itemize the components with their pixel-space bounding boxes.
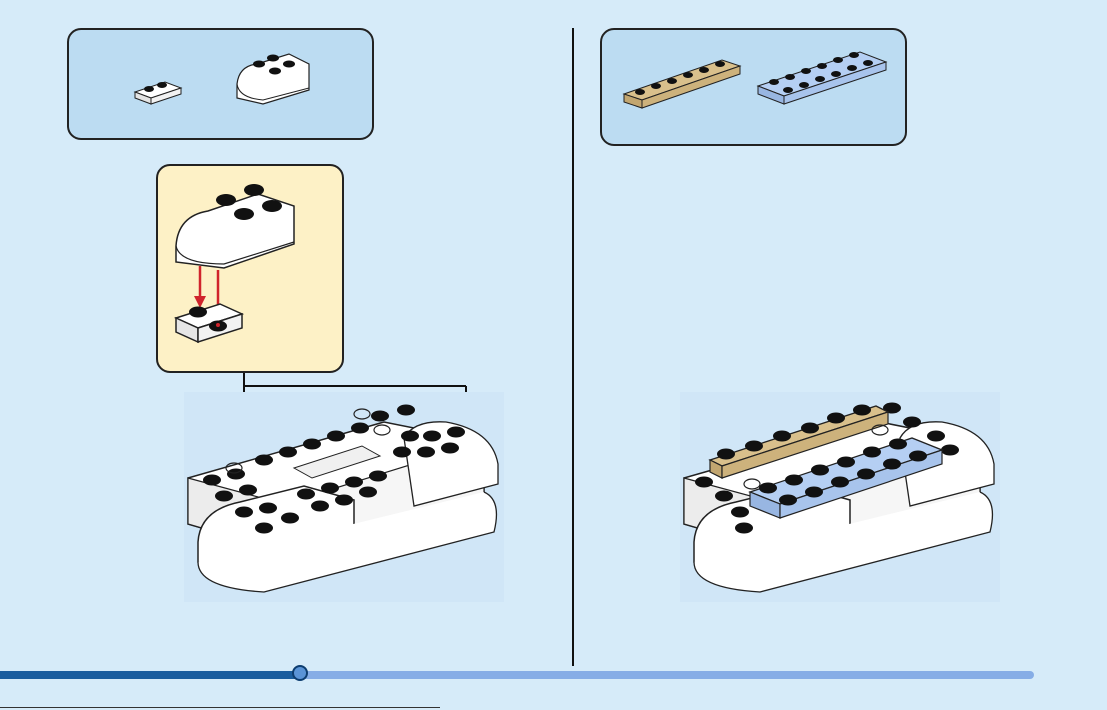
progress-fill: [0, 671, 300, 679]
step-divider: [572, 28, 574, 666]
progress-knob[interactable]: [292, 665, 308, 681]
footer-rule: [0, 707, 440, 708]
right-main-model-diagram: [680, 392, 1000, 602]
light-blue-2x6-plate-icon: [756, 44, 890, 118]
left-main-model-diagram: [184, 392, 504, 602]
right-parts-callout: [600, 28, 907, 146]
tan-1x6-plate-icon: [622, 52, 746, 116]
